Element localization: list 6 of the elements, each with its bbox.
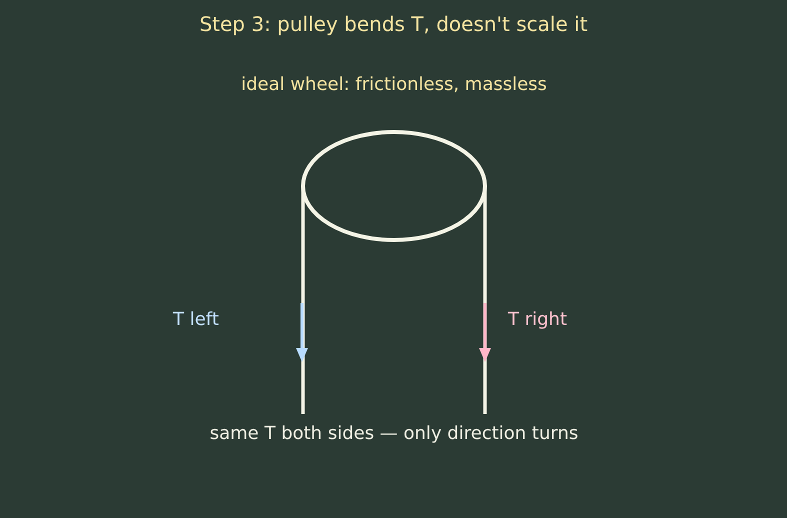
wheel-note: ideal wheel: frictionless, massless <box>241 74 547 96</box>
force-label: T right <box>508 309 568 331</box>
force-label: T left <box>173 309 219 331</box>
pulley-wheel <box>301 130 487 242</box>
diagram-caption: same T both sides — only direction turns <box>210 423 578 445</box>
diagram-title: Step 3: pulley bends T, doesn't scale it <box>199 12 588 36</box>
